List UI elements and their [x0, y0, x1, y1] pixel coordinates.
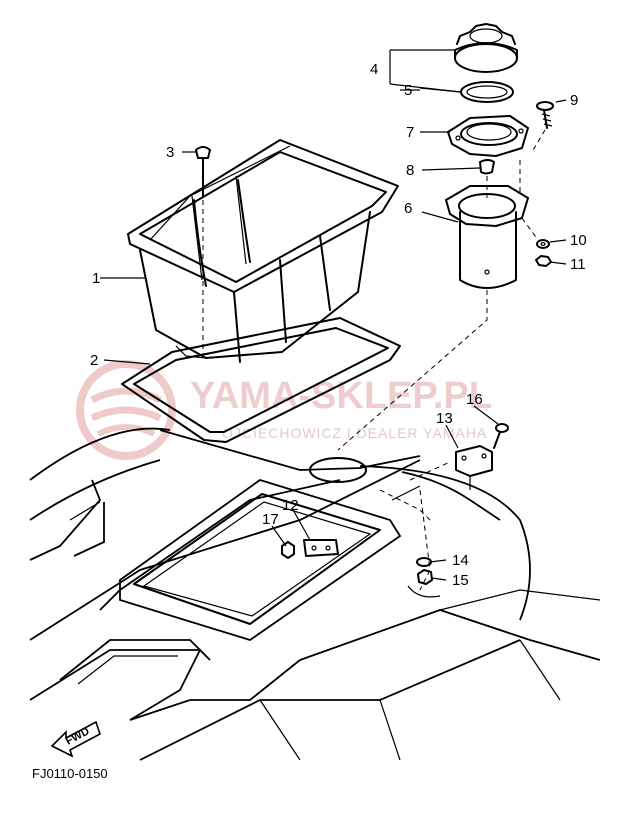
part-6-tank	[445, 185, 529, 289]
diagram-code: FJ0110-0150	[32, 766, 108, 781]
callout-15: 15	[452, 572, 469, 589]
part-13-bracket	[455, 445, 493, 490]
callout-7: 7	[406, 124, 414, 141]
hull-deck	[29, 427, 601, 761]
part-2-gasket	[121, 317, 401, 443]
part-7-flange	[447, 115, 529, 157]
callout-8: 8	[406, 162, 414, 179]
callout-11: 11	[570, 256, 586, 273]
callout-1: 1	[92, 270, 100, 287]
part-4-cap	[454, 23, 518, 73]
watermark: YAMA-SKLEP.PL OJCIECHOWICZ | DEALER YAMA…	[76, 360, 492, 460]
callout-3: 3	[166, 144, 174, 161]
part-11-nut	[535, 255, 552, 267]
part-1-storage-box	[127, 139, 399, 363]
callout-labels: 1 2 3 4 5 6 7 8 9 10 11 12 13 14 15 16 1…	[90, 61, 587, 589]
callout-10: 10	[570, 232, 587, 249]
callout-17: 17	[262, 511, 279, 528]
callout-4: 4	[370, 61, 378, 78]
part-16-bolt	[493, 423, 509, 449]
watermark-text: YAMA-SKLEP.PL	[190, 375, 492, 417]
part-10-washer	[536, 239, 550, 249]
part-17-nut	[281, 541, 295, 559]
callout-13: 13	[436, 410, 453, 427]
callout-5: 5	[404, 82, 412, 99]
leader-lines	[100, 49, 567, 581]
part-12-plate	[303, 539, 339, 557]
part-5-o-ring	[460, 81, 514, 103]
watermark-subtext: OJCIECHOWICZ | DEALER YAMAHA	[222, 425, 487, 441]
part-9-screw	[536, 101, 554, 129]
fwd-arrow-icon: FWD	[50, 720, 101, 758]
callout-6: 6	[404, 200, 412, 217]
callout-12: 12	[282, 497, 299, 514]
part-8-grommet	[479, 159, 495, 175]
callout-16: 16	[466, 391, 483, 408]
callout-14: 14	[452, 552, 469, 569]
deck-hatch-opening	[119, 479, 402, 641]
callout-2: 2	[90, 352, 98, 369]
part-15-nut	[417, 569, 433, 585]
callout-9: 9	[570, 92, 578, 109]
